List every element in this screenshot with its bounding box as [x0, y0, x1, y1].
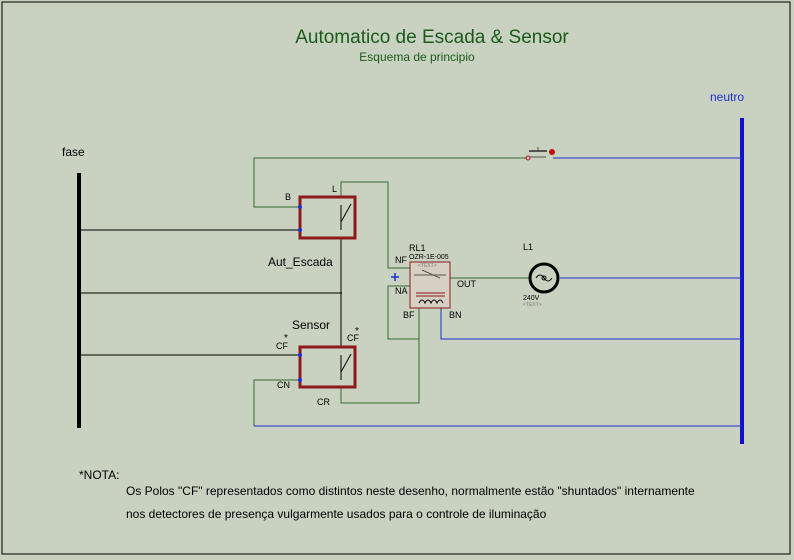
pin-l-label: L — [332, 184, 337, 194]
pin-cf-left-asterisk: * — [284, 333, 288, 344]
green-wires — [253, 157, 530, 426]
pin-nf-label: NF — [395, 255, 407, 265]
diagram-title: Automatico de Escada & Sensor — [295, 27, 569, 48]
black-wires — [79, 229, 342, 356]
lamp-value: 240V — [523, 295, 540, 302]
note-heading: *NOTA: — [79, 468, 119, 482]
note-line-2: nos detectores de presença vulgarmente u… — [126, 507, 547, 521]
lamp-name: L1 — [523, 242, 533, 252]
sensor-label: Sensor — [292, 318, 330, 332]
pin-bn-label: BN — [449, 310, 462, 320]
pin-out-label: OUT — [457, 279, 477, 289]
pin-cf-right-asterisk: * — [355, 326, 359, 337]
relay-rl1 — [409, 261, 451, 309]
cross-marker — [391, 273, 399, 281]
neutro-label: neutro — [710, 90, 744, 104]
fase-label: fase — [62, 145, 85, 159]
pin-bf-label: BF — [403, 310, 415, 320]
pin-na-label: NA — [395, 286, 408, 296]
pin-cn-label: CN — [277, 380, 290, 390]
blue-wires — [254, 157, 742, 427]
relay-model: OZR-1E-005 — [409, 254, 449, 261]
lamp-l1 — [528, 262, 560, 294]
pin-cf-left-label: CF — [276, 341, 288, 351]
pushbutton — [525, 147, 555, 161]
sensor-component — [298, 345, 357, 389]
aut-escada-component — [298, 195, 357, 240]
pin-cf-right-label: CF — [347, 333, 359, 343]
relay-name: RL1 — [409, 243, 426, 253]
pin-cr-label: CR — [317, 397, 330, 407]
lamp-text: <TEXT> — [523, 302, 542, 308]
diagram-subtitle: Esquema de principio — [359, 50, 475, 64]
pin-b-label: B — [285, 192, 291, 202]
note-line-1: Os Polos "CF" representados como distint… — [126, 484, 695, 498]
relay-text: <TEXT> — [418, 263, 437, 269]
aut-escada-label: Aut_Escada — [268, 255, 333, 269]
